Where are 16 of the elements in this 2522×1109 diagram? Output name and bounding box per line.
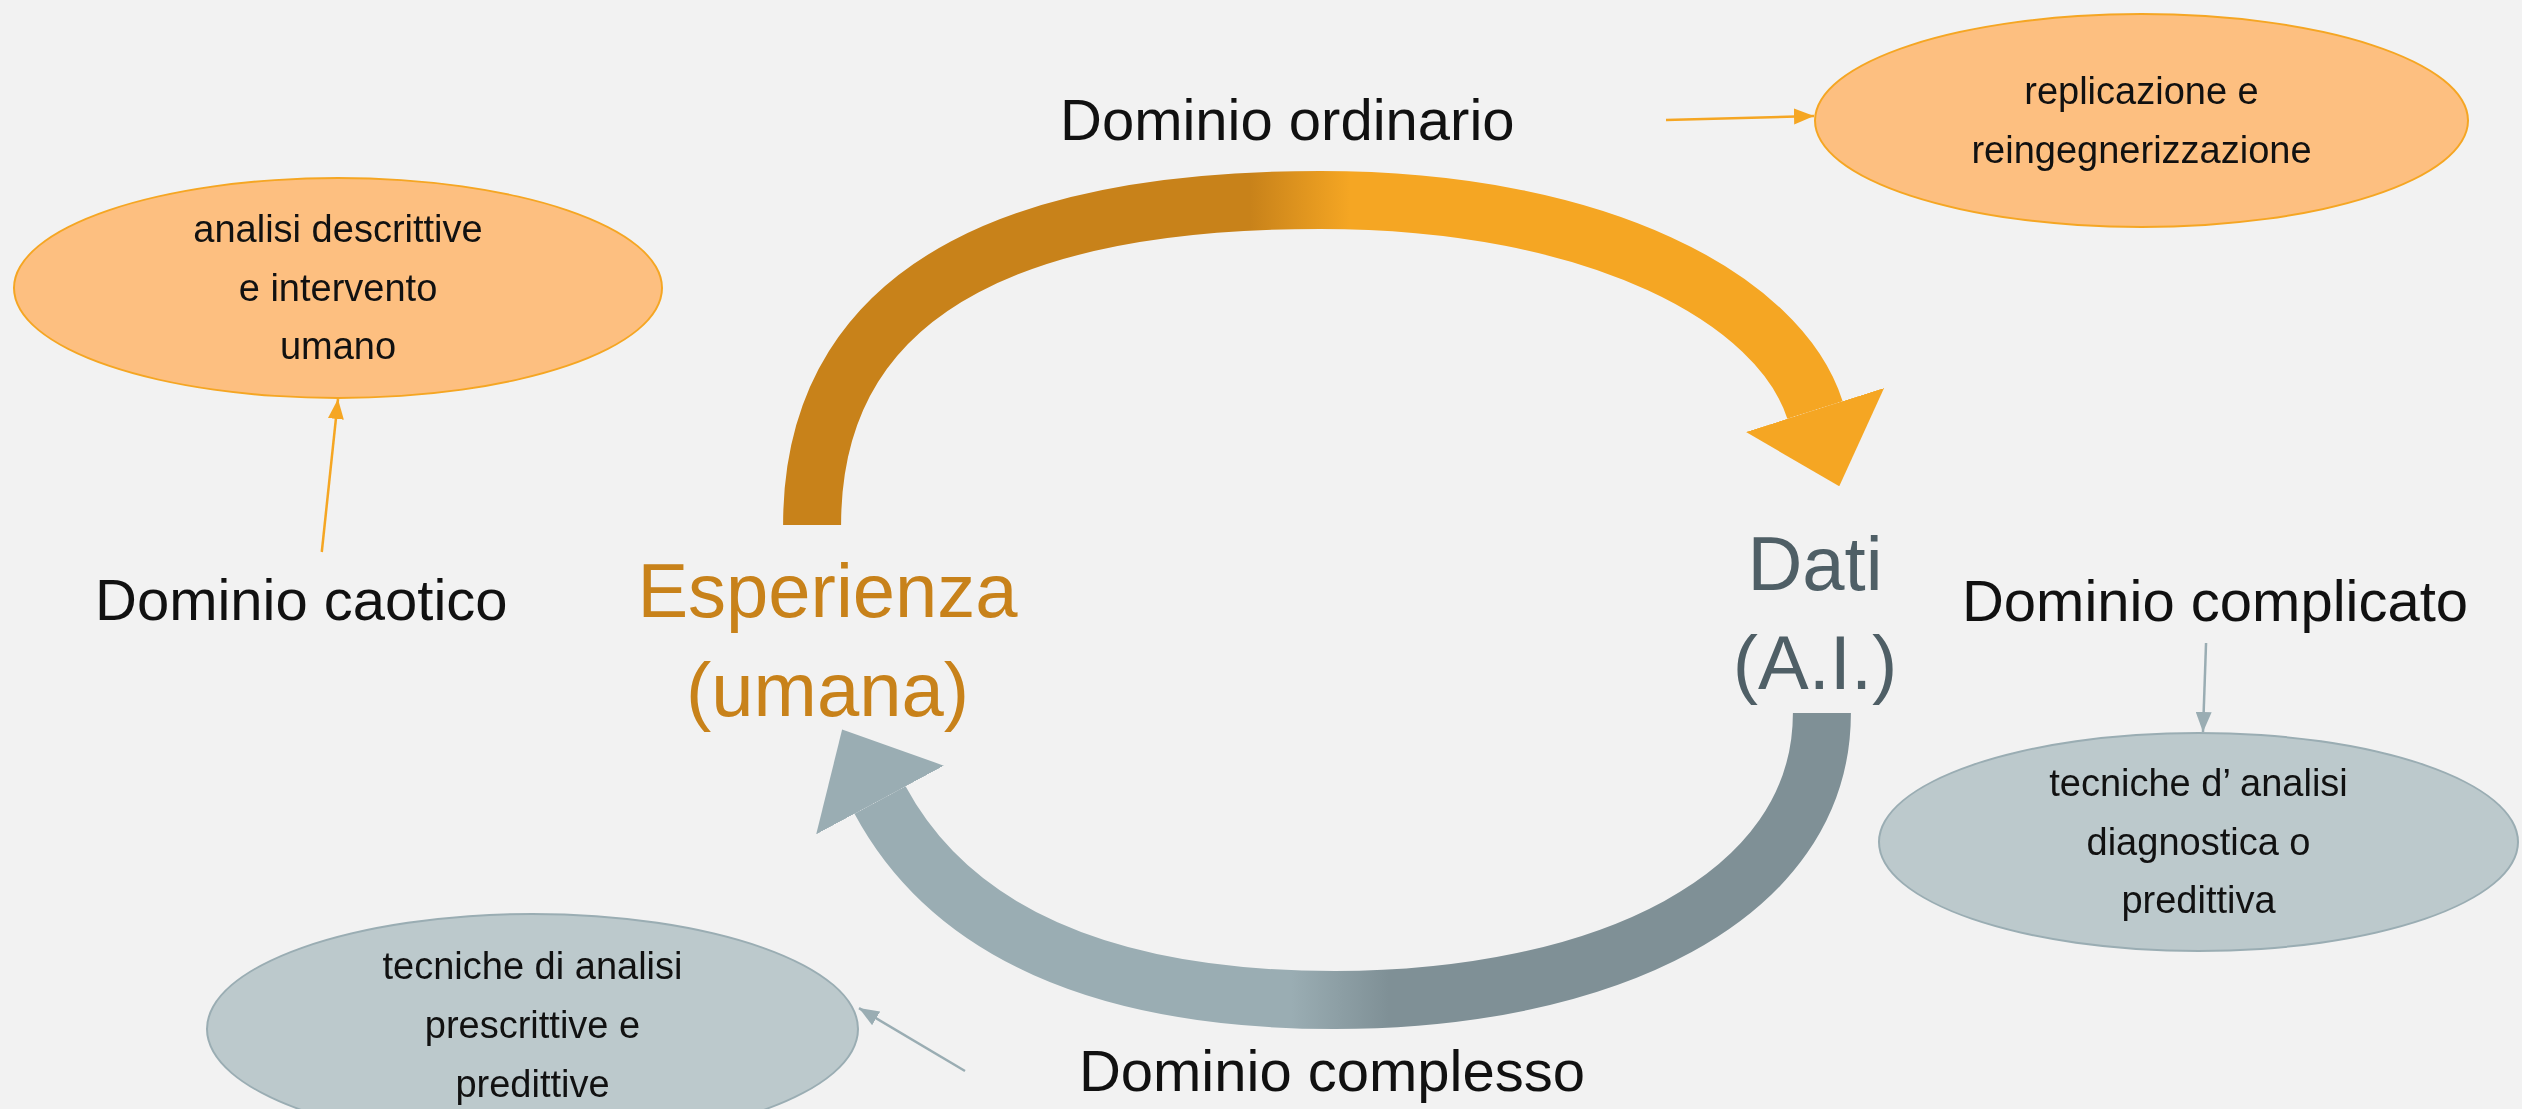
leader-arrow — [320, 398, 344, 553]
domain-label: Dominio caotico — [95, 552, 555, 647]
main-label: Dati (A.I.) — [1700, 478, 1930, 713]
annotation-text: tecniche d’ analisi diagnostica o predittiva — [2048, 760, 2349, 924]
annotation-text: tecniche di analisi prescrittive e predittive — [381, 944, 684, 1107]
annotation-text: replicazione e reingegnerizzazione — [1970, 68, 2313, 173]
leader-arrow — [858, 1007, 966, 1073]
main-label: Esperienza (umana) — [630, 525, 1025, 740]
curved-arrow — [818, 710, 1851, 1029]
leader-arrow — [1665, 108, 1815, 125]
curved-arrow — [783, 171, 1882, 528]
annotation-text: analisi descrittive e intervento umano — [192, 206, 484, 370]
domain-label: Dominio ordinario — [1060, 80, 1666, 160]
leader-arrow — [2195, 642, 2212, 733]
domain-label: Dominio complesso — [965, 1034, 1585, 1108]
domain-label: Dominio complicato — [1935, 558, 2495, 643]
